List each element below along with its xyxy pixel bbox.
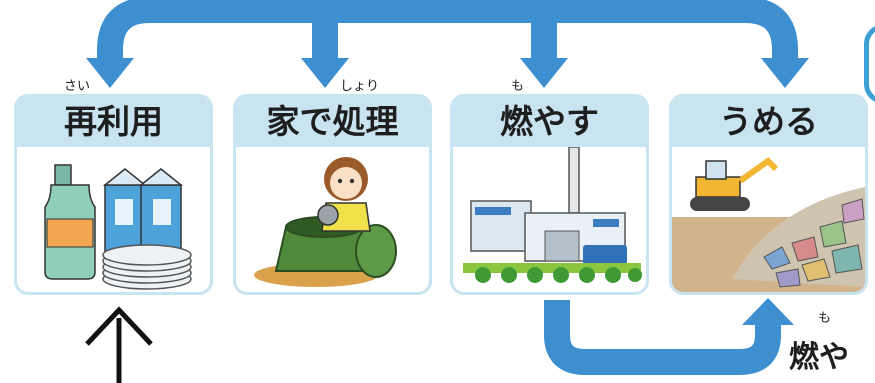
card-title: 燃やす — [500, 102, 599, 141]
card-title: 再利用 — [64, 102, 163, 141]
arrow-head-1 — [86, 58, 134, 88]
card-header: 家で処理 — [236, 97, 429, 147]
bottom-ruby: も — [818, 311, 832, 326]
arrow-bar — [97, 0, 798, 70]
bottom-arrow-path — [544, 300, 781, 375]
arrow-head-4 — [761, 58, 809, 88]
card-burn: 燃やす — [450, 94, 649, 295]
black-arrow-head — [85, 306, 153, 346]
card-header: 再利用 — [17, 97, 210, 147]
arrow-head-2 — [301, 58, 349, 88]
ruby-home-processing: しょり — [340, 79, 380, 94]
ruby-burn: も — [511, 79, 525, 94]
bottles-and-plates-illustration — [44, 164, 192, 290]
card-home-processing: 家で処理 — [233, 94, 432, 295]
ruby-reuse: さい — [64, 79, 91, 94]
card-header: うめる — [672, 97, 865, 147]
card-reuse: 再利用 — [14, 94, 213, 295]
arrow-branch-2 — [312, 10, 338, 62]
side-badge — [864, 24, 875, 104]
landfill-bulldozer-illustration — [672, 157, 865, 292]
card-bury: うめる — [669, 94, 868, 295]
arrow-head-3 — [520, 58, 568, 88]
card-title: うめる — [719, 102, 818, 141]
card-title: 家で処理 — [266, 102, 399, 141]
incineration-plant-illustration — [463, 147, 642, 283]
bottom-label: 燃や — [789, 340, 849, 375]
card-header: 燃やす — [453, 97, 646, 147]
arrow-branch-3 — [531, 10, 557, 62]
woman-composting-illustration — [254, 157, 397, 287]
bottom-arrow-head — [742, 298, 794, 325]
